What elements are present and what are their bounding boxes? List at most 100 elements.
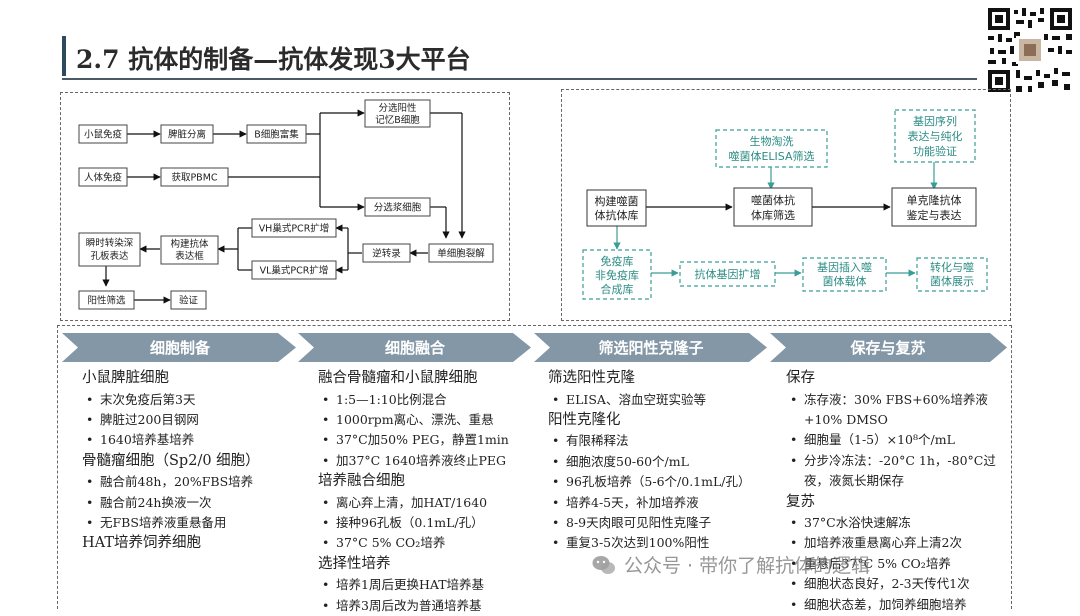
mono-antibody-label-2: 鉴定与表达 <box>907 208 962 222</box>
chevron-cell-prep <box>62 333 296 362</box>
build-library-box <box>586 189 647 227</box>
library-screen-label-2: 体库筛选 <box>751 208 795 222</box>
bullet-item: 加培养液重悬离心弃上清2次 <box>786 533 996 554</box>
bullet-item: 1:5—1:10比例混合 <box>318 390 509 411</box>
wechat-icon <box>592 556 615 574</box>
bullet-item: 融合前24h换液一次 <box>82 493 260 514</box>
verify-box <box>170 290 207 310</box>
column-cell-fusion: 融合骨髓瘤和小鼠脾细胞1:5—1:10比例混合1000rpm离心、漂洗、重悬37… <box>318 368 509 616</box>
gene-amp-label: 抗体基因扩增 <box>695 267 761 281</box>
gene-amp-box <box>679 261 776 287</box>
pbmc-box <box>160 167 229 187</box>
chevron-label-cell-prep: 细胞制备 <box>150 339 211 357</box>
section-heading: 阳性克隆化 <box>548 411 621 428</box>
section-heading: 骨髓瘤细胞（Sp2/0 细胞） <box>82 452 260 469</box>
section-heading: 融合骨髓瘤和小鼠脾细胞 <box>318 370 478 386</box>
library-type-label-3: 合成库 <box>601 282 634 296</box>
bullet-item: 细胞浓度50-60个/mL <box>548 452 751 473</box>
section-heading: 选择性培养 <box>318 555 391 572</box>
single-cell-label: 单细胞裂解 <box>437 248 485 260</box>
bullet-item: 8-9天肉眼可见阳性克隆子 <box>548 513 751 534</box>
bullet-item: 细胞量（1-5）×10⁸个/mL <box>786 430 996 451</box>
transform-label-2: 菌体展示 <box>930 274 974 288</box>
spleen-box <box>160 124 214 144</box>
positive-label: 阳性筛选 <box>87 295 126 307</box>
bullet-item: 分步冷冻法：-20°C 1h，-80°C过 <box>786 451 996 472</box>
memory-b-label-1: 分选阳性 <box>378 102 417 114</box>
bullet-item: 无FBS培养液重悬备用 <box>82 513 260 534</box>
hybridoma-platform-panel <box>57 325 1012 609</box>
bullet-item: 细胞状态差，加饲养细胞培养 <box>786 595 996 616</box>
mouse-immune-box <box>78 124 128 144</box>
gene-seq-label-1: 基因序列 <box>913 114 957 128</box>
bio-panning-label-1: 生物淘洗 <box>750 134 794 148</box>
build-vector-label-1: 构建抗体 <box>170 238 209 250</box>
gene-seq-label-2: 表达与纯化 <box>908 129 963 143</box>
pbmc-label: 获取PBMC <box>171 173 217 184</box>
vh-pcr-box <box>251 218 337 238</box>
spleen-label: 脾脏分离 <box>168 129 206 141</box>
bullet-item: 1640培养基培养 <box>82 430 260 451</box>
build-vector-box <box>160 235 219 265</box>
rt-box <box>362 243 411 263</box>
positive-box <box>78 290 135 310</box>
vl-pcr-box <box>251 260 337 280</box>
bullet-item: 脾脏过200目钢网 <box>82 410 260 431</box>
transform-box <box>916 257 988 292</box>
title-accent-bar <box>62 36 66 76</box>
bullet-item: 37°C 5% CO₂培养 <box>318 533 509 554</box>
library-screen-box <box>733 187 813 227</box>
column-storage: 保存冻存液：30% FBS+60%培养液+10% DMSO 细胞量（1-5）×10… <box>786 368 996 615</box>
bio-panning-box <box>715 129 828 168</box>
transient-label-1: 瞬时转染深 <box>86 237 134 249</box>
gene-insert-box <box>802 257 887 292</box>
bullet-item: 细胞状态良好，2-3天传代1次 <box>786 574 996 595</box>
chevron-cell-fusion <box>298 333 531 362</box>
gene-insert-label-2: 菌体载体 <box>823 274 867 288</box>
section-heading: 保存 <box>786 370 815 386</box>
bullet-item: 接种96孔板（0.1mL/孔） <box>318 513 509 534</box>
library-type-label-2: 非免疫库 <box>595 268 639 282</box>
single-cell-box <box>428 243 494 263</box>
memory-b-label-2: 记忆B细胞 <box>375 114 420 126</box>
build-library-label-1: 构建噬菌 <box>595 194 639 208</box>
bullet-item: 加37°C 1640培养液终止PEG <box>318 451 509 472</box>
chevron-label-storage: 保存与复苏 <box>849 339 925 357</box>
section-heading: 复苏 <box>786 493 815 510</box>
phage-display-platform-panel <box>561 89 1011 321</box>
bullet-item: 培养4-5天，补加培养液 <box>548 493 751 514</box>
gene-seq-box <box>894 109 976 163</box>
b-cell-platform-panel <box>60 92 510 321</box>
verify-label: 验证 <box>179 295 199 307</box>
watermark-text: 公众号 · 带你了解抗体的逻辑 <box>624 555 871 577</box>
section-heading: 培养融合细胞 <box>318 473 405 490</box>
vl-pcr-label: VL巢式PCR扩增 <box>260 265 329 277</box>
bullet-item: 冻存液：30% FBS+60%培养液 <box>786 390 996 411</box>
mono-antibody-label-1: 单克隆抗体 <box>907 193 962 207</box>
bullet-item: 离心弃上清，加HAT/1640 <box>318 493 509 514</box>
bullet-item: 1000rpm离心、漂洗、重悬 <box>318 410 509 431</box>
bullet-item: +10% DMSO <box>804 411 888 427</box>
gene-insert-label-1: 基因插入噬 <box>817 260 872 274</box>
mono-antibody-box <box>891 187 977 227</box>
human-immune-box <box>78 167 128 187</box>
bullet-item: 夜，液氮长期保存 <box>804 473 905 489</box>
page-title: 2.7 抗体的制备—抗体发现3大平台 <box>76 45 471 74</box>
chevron-storage <box>770 333 1007 362</box>
b-enrich-label: B细胞富集 <box>254 129 299 141</box>
bullet-item: 重悬后37°C 5% CO₂培养 <box>786 554 996 575</box>
bullet-item: 有限稀释法 <box>548 431 751 452</box>
plasma-box <box>364 197 431 217</box>
b-enrich-box <box>246 124 307 144</box>
chevron-positive-screen <box>534 333 767 362</box>
transform-label-1: 转化与噬 <box>930 260 974 274</box>
library-type-box <box>582 249 652 300</box>
column-cell-prep: 小鼠脾脏细胞末次免疫后第3天脾脏过200目钢网1640培养基培养骨髓瘤细胞（Sp… <box>82 368 260 555</box>
transient-label-2: 孔板表达 <box>90 250 129 262</box>
bullet-item: 培养1周后更换HAT培养基 <box>318 575 509 596</box>
bullet-item: 37°C加50% PEG，静置1min <box>318 430 509 451</box>
chevron-label-positive-screen: 筛选阳性克隆子 <box>598 339 703 357</box>
build-library-label-2: 体抗体库 <box>595 208 639 222</box>
bullet-item: 培养3周后改为普通培养基 <box>318 596 509 616</box>
